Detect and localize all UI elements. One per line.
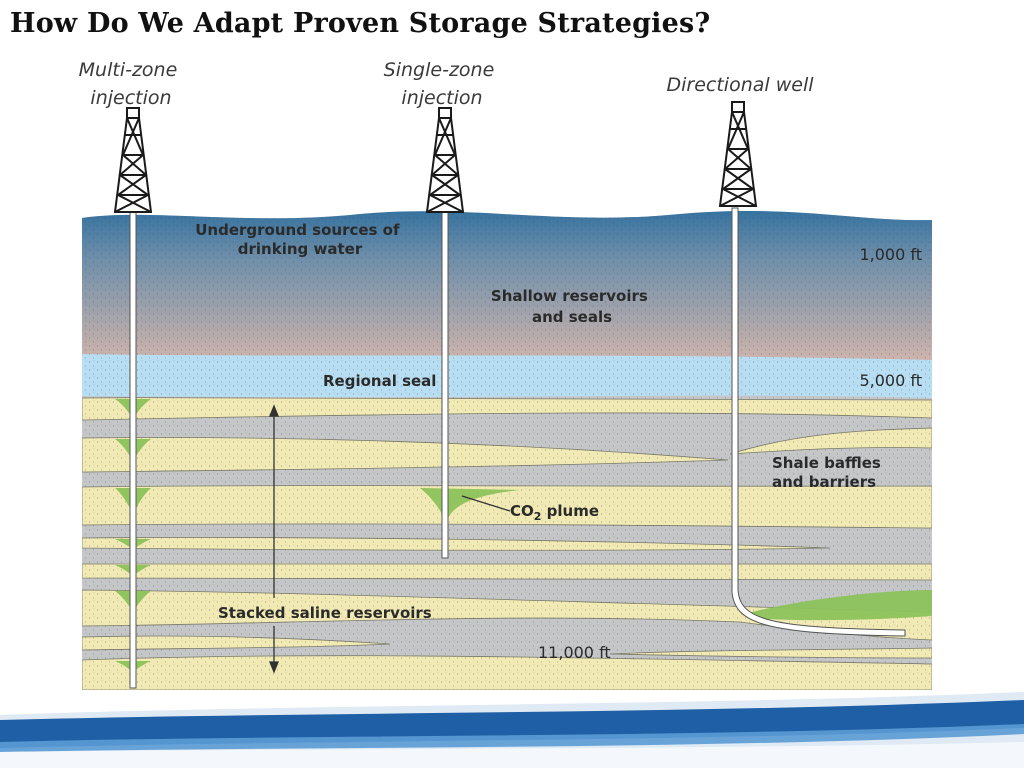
depth-5000-label: 5,000 ft xyxy=(859,371,922,390)
stacked-extent-arrow xyxy=(269,404,279,674)
depth-1000-label: 1,000 ft xyxy=(859,245,922,264)
derrick-icon-directional xyxy=(718,101,758,207)
stacked-saline-label: Stacked saline reservoirs xyxy=(218,604,432,622)
shallow-reservoirs-label: Shallow reservoirs and seals xyxy=(491,287,653,326)
geologic-cross-section xyxy=(82,210,932,690)
slide-title: How Do We Adapt Proven Storage Strategie… xyxy=(10,8,711,39)
derrick-icon-multi-zone xyxy=(113,107,153,213)
derrick-icons xyxy=(113,101,758,213)
co2-plume-leader xyxy=(461,495,511,512)
derrick-icon-single-zone xyxy=(425,107,465,213)
usdw-label: Underground sources of drinking water xyxy=(195,221,405,258)
co2-plume-label: CO2 plume xyxy=(510,502,599,523)
single-zone-label: Single-zone injection xyxy=(384,59,501,109)
single-zone-pipe xyxy=(441,211,449,559)
directional-pipe xyxy=(731,207,906,637)
regional-seal-label: Regional seal xyxy=(323,372,436,390)
multi-zone-pipe xyxy=(129,211,137,689)
depth-11000-label: 11,000 ft xyxy=(538,643,611,662)
directional-well-label: Directional well xyxy=(667,74,815,96)
multi-zone-label: Multi-zone injection xyxy=(79,59,184,109)
shale-baffles-label: Shale baffles and barriers xyxy=(772,454,886,491)
footer-swoosh xyxy=(0,692,1024,768)
